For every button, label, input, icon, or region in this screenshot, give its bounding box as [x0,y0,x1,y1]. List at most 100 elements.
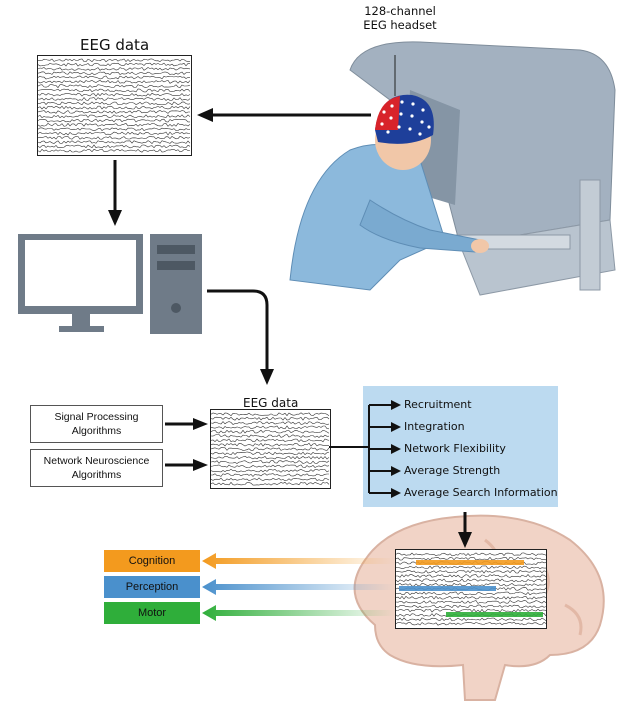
eeg-trace-line [38,58,191,63]
network-neuroscience-line2: Algorithms [71,469,122,481]
eeg-trace-line [211,434,330,438]
middle-eeg-traces [211,412,330,486]
eeg-trace-line [396,582,546,587]
eeg-trace-line [211,477,330,482]
network-neuroscience-line1: Network Neuroscience [43,455,150,467]
eeg-trace-line [38,75,191,80]
cognition-arrow [202,553,395,569]
metric-average-strength: Average Strength [404,464,501,477]
surgeon-arm [359,199,481,253]
eeg-trace-line [38,144,191,149]
eeg-trace-line [38,140,191,145]
perception-highlight [399,586,496,591]
perception-arrow [202,579,395,595]
eeg-trace-line [211,464,330,469]
eeg-electrodes [380,100,431,136]
middle-eeg-title: EEG data [243,396,299,410]
top-eeg-trace-box [37,55,192,156]
eeg-trace-line [396,565,546,570]
metric-recruitment: Recruitment [404,398,472,411]
eeg-trace-line [396,600,546,604]
eeg-trace-line [38,97,191,101]
eeg-trace-line [211,481,330,486]
top-eeg-title: EEG data [80,36,150,54]
arrow-headset-to-eeg [197,108,371,122]
motor-highlight [446,612,543,617]
eeg-trace-line [211,447,330,451]
eeg-trace-line [38,148,191,153]
eeg-trace-line [38,88,191,93]
eeg-trace-line [38,67,191,71]
eeg-trace-line [38,118,190,123]
arrow-eeg-to-computer [108,160,122,226]
eeg-trace-line [396,621,546,626]
top-eeg-traces [38,58,191,153]
arrow-computer-to-eeg [207,289,274,385]
function-motor-label: Motor [137,607,167,619]
motor-arrow [202,605,395,621]
eeg-trace-line [396,617,546,622]
monitor-neck [72,314,90,326]
eeg-trace-line [38,135,191,140]
middle-eeg-trace-box [210,409,331,489]
tower-drive2 [157,261,195,270]
metric-network-flexibility: Network Flexibility [404,442,506,455]
eeg-trace-line [38,114,191,119]
eeg-trace-line [211,460,330,464]
computer-illustration [18,234,202,334]
monitor-screen [25,240,136,306]
eeg-trace-line [396,578,546,583]
eeg-trace-line [38,105,191,110]
eeg-trace-line [38,62,191,67]
tower-drive1 [157,245,195,254]
function-motor: Motor [104,602,200,624]
eeg-trace-line [211,438,330,443]
function-perception: Perception [104,576,200,598]
eeg-cap-red [375,96,400,130]
arrow-metrics-to-brain [458,512,472,548]
metrics-branch-arrows [329,400,401,498]
headset-label-line2: EEG headset [363,18,437,32]
eeg-trace-line [38,122,191,127]
function-perception-label: Perception [125,581,179,593]
tower-power [171,303,181,313]
eeg-trace-line [211,421,330,425]
eeg-trace-line [396,556,546,561]
eeg-trace-line [211,451,330,456]
eeg-trace-line [211,473,329,477]
eeg-trace-line [38,84,191,89]
signal-processing-line1: Signal Processing [54,411,139,423]
eeg-trace-line [396,595,546,600]
function-cognition-label: Cognition [128,555,176,567]
eeg-trace-line [396,574,546,578]
eeg-trace-line [211,468,330,473]
eeg-trace-line [38,127,191,132]
headset-label: 128-channel EEG headset [355,4,445,32]
eeg-trace-line [396,569,546,574]
eeg-trace-line [211,416,330,421]
console-leg [579,179,601,291]
monitor-base [59,326,104,332]
arrows-algorithms-to-eeg [165,418,208,471]
eeg-trace-line [396,604,546,609]
surgeon-hand [471,239,489,253]
headset-label-line1: 128-channel [364,4,436,18]
surgeon-console-illustration [289,41,616,296]
eeg-trace-line [38,71,191,75]
eeg-trace-line [211,412,330,417]
function-cognition: Cognition [104,550,200,572]
function-arrows [202,553,395,621]
signal-processing-line2: Algorithms [71,425,122,437]
eeg-trace-line [211,442,330,447]
eeg-trace-line [211,455,330,460]
eeg-trace-line [38,92,191,97]
cognition-highlight [416,560,524,565]
eeg-trace-line [396,608,546,613]
eeg-trace-line [38,101,191,106]
eeg-trace-line [38,131,191,136]
eeg-trace-line [396,591,546,596]
eeg-trace-line [211,425,330,430]
metric-average-search-information: Average Search Information [404,486,558,499]
